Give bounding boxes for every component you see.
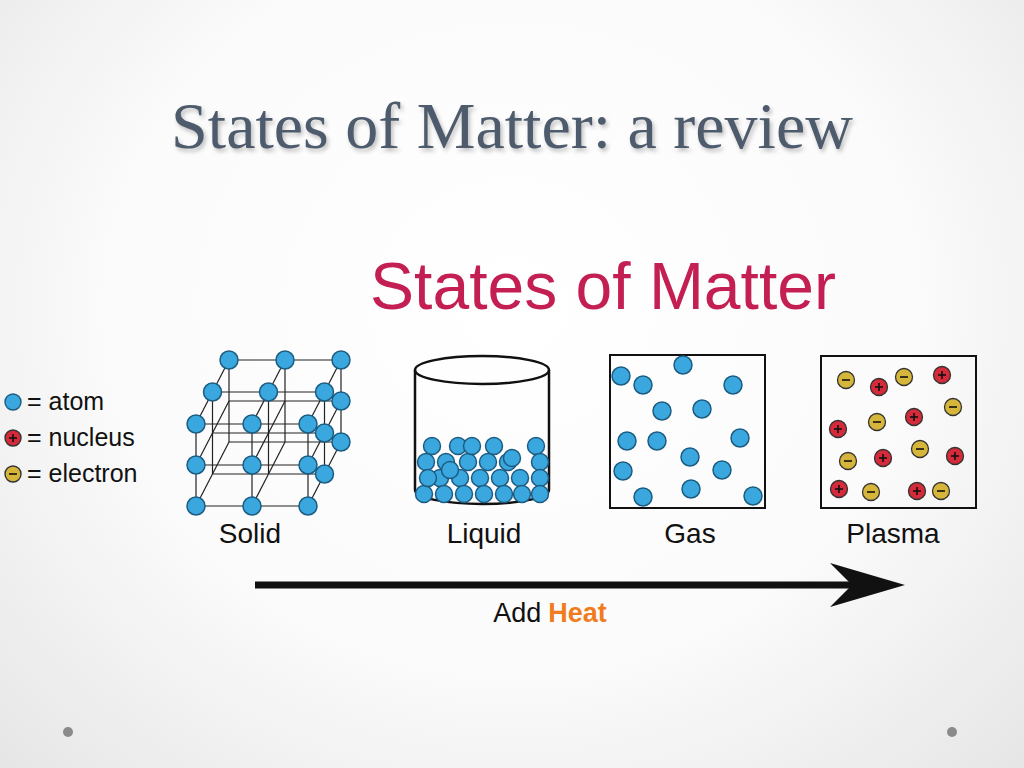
legend-swatch: [3, 464, 23, 484]
add-word: Add: [493, 598, 541, 629]
legend-text: = atom: [27, 387, 104, 416]
legend-swatch: [3, 392, 23, 412]
state-label: Liquid: [447, 518, 522, 550]
plasma-box: [821, 356, 976, 508]
legend-text: = nucleus: [27, 423, 135, 452]
gas-box: [610, 355, 765, 508]
legend-swatch: [3, 428, 23, 448]
legend-row: = atom: [3, 387, 104, 416]
subtitle: States of Matter: [370, 248, 836, 324]
state-label: Plasma: [846, 518, 939, 550]
state-label: Gas: [664, 518, 715, 550]
liquid-beaker: [415, 356, 549, 504]
heat-word: Heat: [548, 598, 607, 629]
legend-row: = nucleus: [3, 423, 135, 452]
corner-dot: [63, 727, 73, 737]
state-label: Solid: [219, 518, 281, 550]
corner-dot: [947, 727, 957, 737]
legend-row: = electron: [3, 459, 138, 488]
solid-lattice: [187, 351, 350, 515]
heat-caption: AddHeat: [493, 598, 607, 629]
legend-text: = electron: [27, 459, 138, 488]
slide-title: States of Matter: a review: [0, 88, 1024, 164]
